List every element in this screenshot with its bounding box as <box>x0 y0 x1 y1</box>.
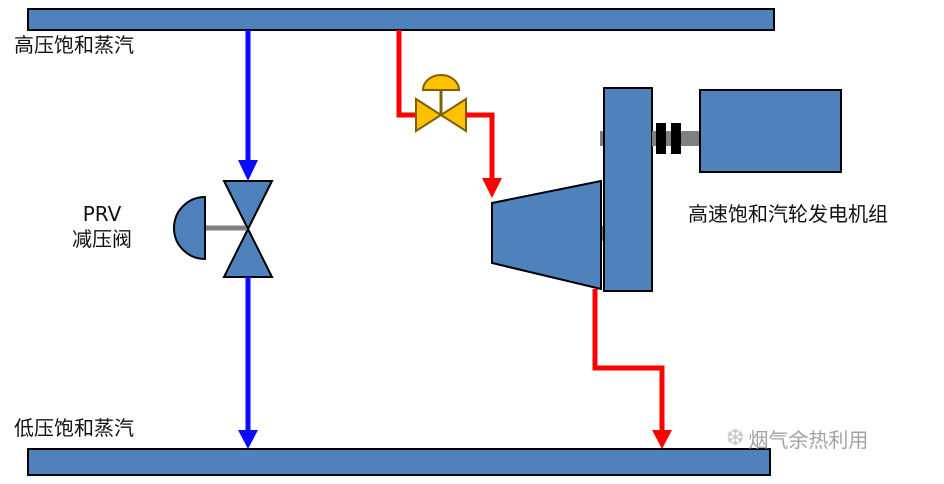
low-pressure-steam-label: 低压饱和蒸汽 <box>14 416 134 440</box>
gearbox-casing <box>603 87 653 292</box>
blue-arrow-into-prv <box>238 160 258 181</box>
watermark: ❆ 烟气余热利用 <box>726 424 868 453</box>
blue-arrow-into-lp-pipe <box>238 430 258 449</box>
high-pressure-pipe <box>27 8 775 31</box>
prv-label: PRV 减压阀 <box>52 202 152 252</box>
prv-actuator-dome <box>173 195 206 261</box>
generator-body <box>699 89 842 173</box>
prv-valve-top-triangle <box>222 180 274 232</box>
low-pressure-pipe <box>27 448 771 476</box>
red-arrow-into-turbine <box>482 178 502 198</box>
red-arrow-into-lp-pipe <box>652 430 672 449</box>
turbine-body <box>491 179 602 291</box>
prv-abbr-label: PRV <box>82 202 122 226</box>
snowflake-icon: ❆ <box>726 426 745 451</box>
red-line-to-valve <box>396 30 416 118</box>
high-pressure-steam-label: 高压饱和蒸汽 <box>14 33 134 57</box>
control-valve-left-triangle <box>415 97 443 133</box>
control-valve-actuator-dome <box>421 74 461 91</box>
coupling-disc-right <box>671 123 681 154</box>
red-line-to-turbine <box>466 112 495 180</box>
turbine-generator-label: 高速饱和汽轮发电机组 <box>688 202 888 226</box>
red-line-exhaust <box>592 289 665 432</box>
prv-name-label: 减压阀 <box>72 227 132 251</box>
control-valve-right-triangle <box>439 97 467 133</box>
prv-valve-bottom-triangle <box>222 226 274 278</box>
watermark-text: 烟气余热利用 <box>748 428 869 452</box>
coupling-disc-left <box>656 123 666 154</box>
